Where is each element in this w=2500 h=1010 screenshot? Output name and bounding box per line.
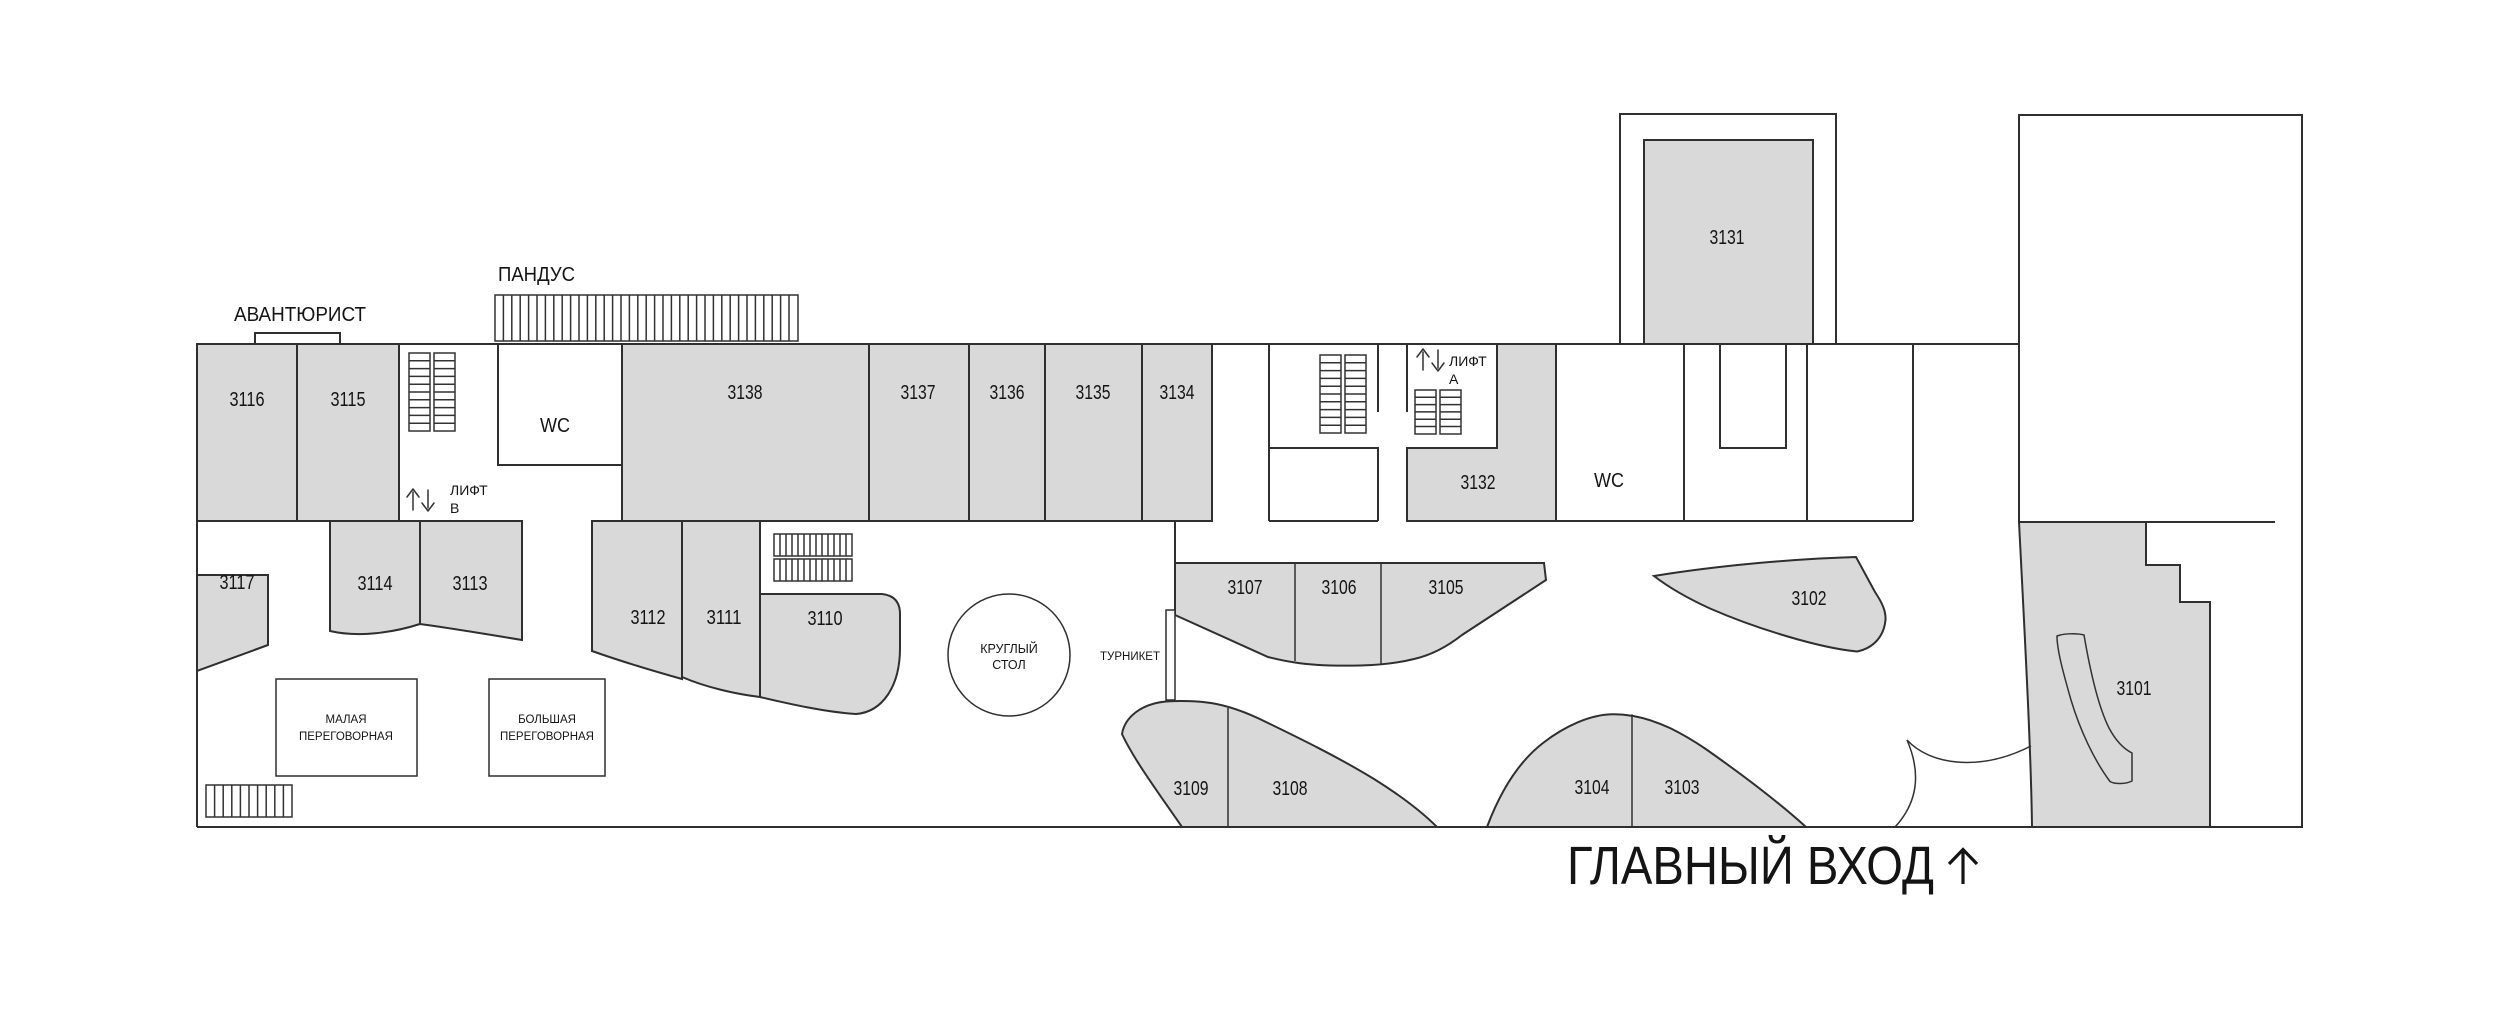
svg-text:WC: WC [540,415,570,437]
svg-text:3107: 3107 [1228,577,1263,599]
svg-text:ПЕРЕГОВОРНАЯ: ПЕРЕГОВОРНАЯ [299,731,393,743]
svg-text:КРУГЛЫЙ: КРУГЛЫЙ [980,641,1038,656]
svg-text:3103: 3103 [1665,777,1700,799]
svg-text:3113: 3113 [453,573,488,595]
svg-text:МАЛАЯ: МАЛАЯ [325,714,366,726]
svg-text:СТОЛ: СТОЛ [992,658,1025,672]
svg-text:3138: 3138 [728,382,763,404]
svg-text:3137: 3137 [901,382,936,404]
svg-text:А: А [1449,371,1459,387]
svg-text:3105: 3105 [1429,577,1464,599]
svg-text:3101: 3101 [2117,678,2152,700]
svg-text:3106: 3106 [1322,577,1357,599]
svg-text:3117: 3117 [220,572,255,594]
svg-text:БОЛЬШАЯ: БОЛЬШАЯ [518,714,576,726]
svg-text:3102: 3102 [1792,588,1827,610]
svg-text:3115: 3115 [331,389,366,411]
svg-text:3135: 3135 [1076,382,1111,404]
svg-text:3114: 3114 [358,573,393,595]
svg-text:АВАНТЮРИСТ: АВАНТЮРИСТ [234,304,366,326]
svg-text:3111: 3111 [707,607,742,629]
svg-text:WC: WC [1594,470,1624,492]
svg-text:3110: 3110 [808,608,843,630]
svg-text:3112: 3112 [631,607,666,629]
svg-text:ЛИФТ: ЛИФТ [1449,353,1487,369]
svg-text:ЛИФТ: ЛИФТ [450,482,488,498]
svg-text:3132: 3132 [1461,472,1496,494]
svg-text:3134: 3134 [1160,382,1195,404]
svg-text:3131: 3131 [1710,227,1745,249]
svg-text:3104: 3104 [1575,777,1610,799]
svg-text:ПАНДУС: ПАНДУС [498,264,575,286]
svg-text:3136: 3136 [990,382,1025,404]
svg-text:3108: 3108 [1273,778,1308,800]
svg-text:ТУРНИКЕТ: ТУРНИКЕТ [1100,651,1160,663]
svg-text:ГЛАВНЫЙ ВХОД: ГЛАВНЫЙ ВХОД [1567,835,1934,896]
svg-text:В: В [450,500,459,516]
svg-text:ПЕРЕГОВОРНАЯ: ПЕРЕГОВОРНАЯ [500,731,594,743]
svg-text:3116: 3116 [230,389,265,411]
svg-text:3109: 3109 [1174,778,1209,800]
